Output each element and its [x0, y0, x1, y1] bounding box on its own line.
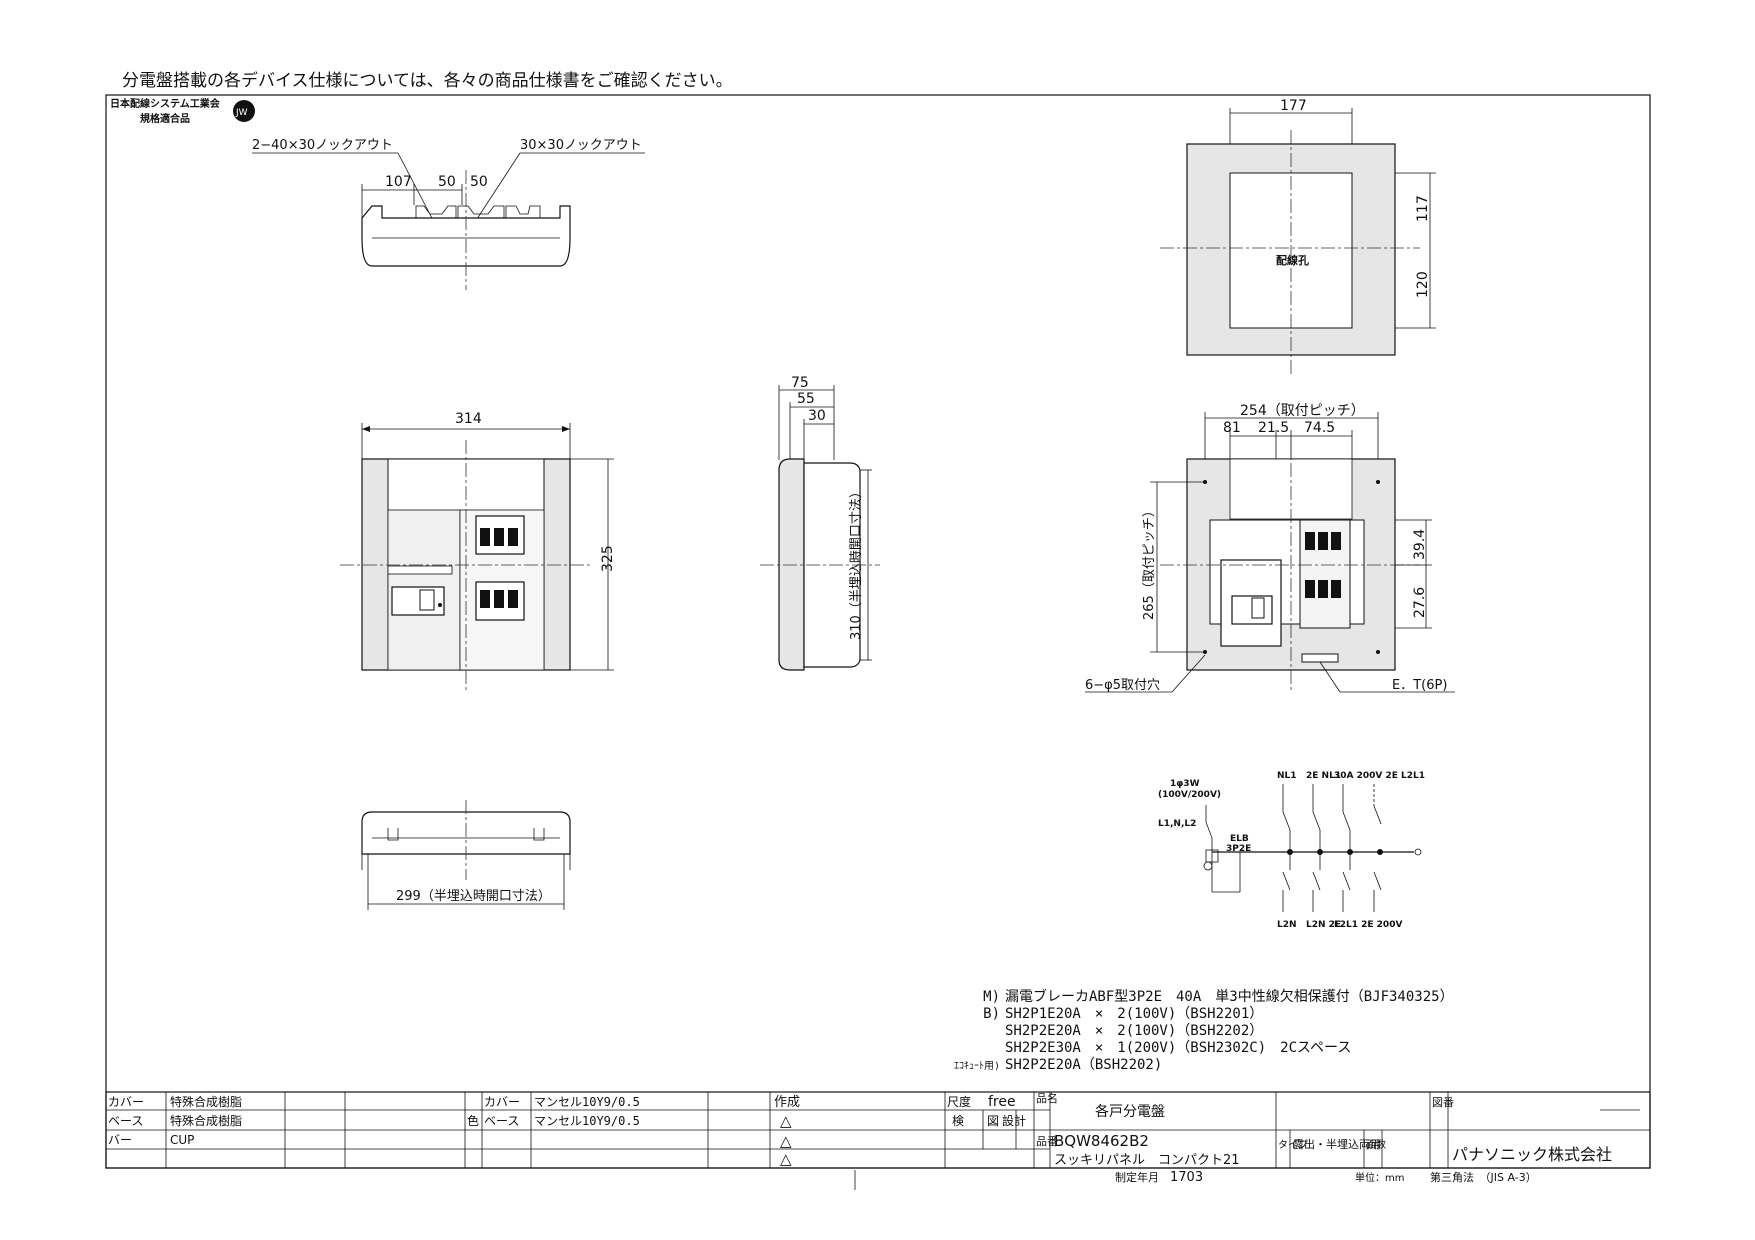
input-label: L1,N,L2 — [1158, 819, 1196, 829]
design-label: 設計 — [1002, 1113, 1026, 1128]
jis-badge-line1: 日本配線システム工業会 — [110, 97, 220, 110]
spec-prefix-2: B) — [983, 1006, 1000, 1022]
wiring-hole-label: 配線孔 — [1276, 253, 1309, 267]
spec-prefix-1: M) — [983, 989, 1000, 1005]
drawing-label: 図 — [987, 1114, 999, 1128]
scale-label: 尺度 — [947, 1094, 971, 1109]
jis-logo-icon — [233, 100, 255, 122]
top-label-2: 2E NL1 — [1306, 771, 1341, 781]
front-view: 314 325 — [340, 411, 616, 690]
hinban-label: 品番 — [1036, 1135, 1058, 1148]
color-part-base: ベース — [484, 1114, 519, 1128]
spec-line-4: SH2P2E30A × 1(200V)（BSH2302C) 2Cスペース — [1005, 1040, 1351, 1056]
unit-label: 単位：mm — [1355, 1171, 1404, 1184]
zuban-label: 図番 — [1432, 1096, 1454, 1109]
front-width-label: 314 — [455, 411, 482, 427]
inner-dim-21-5: 21.5 — [1258, 420, 1289, 436]
check-label: 検 — [952, 1114, 964, 1128]
top-view: 2−40×30ノックアウト 30×30ノックアウト 107 50 50 — [252, 138, 645, 290]
series-name: スッキリパネル コンパクト21 — [1054, 1153, 1240, 1168]
spec-prefix-5: ｴｺｷｭｰﾄ用) — [954, 1061, 1000, 1072]
inner-pitch-label: 254（取付ピッチ） — [1240, 403, 1365, 419]
side-dim-30: 30 — [808, 408, 826, 424]
knockout-right-label: 30×30ノックアウト — [520, 138, 642, 153]
side-view: 75 55 30 310（半埋込時開口寸法） — [760, 375, 880, 671]
back-width-label: 177 — [1280, 98, 1307, 114]
jis-badge-line2: 規格適合品 — [140, 112, 190, 125]
side-dim-75: 75 — [791, 375, 809, 391]
type-value: 露出・半埋込両用 — [1293, 1137, 1381, 1151]
product-name: 各戸分電盤 — [1095, 1104, 1165, 1120]
et-label: E．T(6P) — [1392, 678, 1447, 693]
top-label-3: 30A 200V 2E L2L1 — [1334, 771, 1425, 781]
header-note: 分電盤搭載の各デバイス仕様については、各々の商品仕様書をご確認ください。 — [122, 70, 733, 91]
inner-dim-39-4: 39.4 — [1412, 529, 1428, 560]
revision-triangle-2: △ — [780, 1132, 792, 1150]
spec-list: M) 漏電ブレーカABF型3P2E 40A 単3中性線欠相保護付（BJF3403… — [954, 988, 1454, 1073]
part-cover: カバー — [108, 1095, 144, 1109]
scale-value: free — [988, 1094, 1016, 1110]
bottom-cutout-label: 299（半埋込時開口寸法） — [396, 889, 551, 904]
inner-dim-74-5: 74.5 — [1304, 420, 1335, 436]
supply-voltage-label: (100V/200V) — [1158, 790, 1221, 800]
supply-label: 1φ3W — [1170, 779, 1200, 789]
back-dim-120: 120 — [1415, 271, 1431, 298]
bottom-view: 299（半埋込時開口寸法） — [361, 800, 571, 910]
side-cutout-label: 310（半埋込時開口寸法） — [849, 485, 864, 640]
top-dim-3: 50 — [470, 174, 488, 190]
company-name: パナソニック株式会社 — [1452, 1145, 1612, 1164]
part-bar: バー — [108, 1133, 132, 1147]
breaker-group-upper — [475, 515, 525, 555]
hinmei-label: 品名 — [1036, 1091, 1058, 1105]
drawing-frame — [105, 94, 1651, 1169]
established-value: 1703 — [1170, 1170, 1203, 1185]
spec-line-2: SH2P1E20A × 2(100V)（BSH2201） — [1005, 1006, 1263, 1022]
elb-type-label: 3P2E — [1226, 844, 1251, 854]
knockout-left-label: 2−40×30ノックアウト — [252, 138, 393, 153]
revision-triangle-3: △ — [780, 1150, 792, 1168]
breaker-group-lower — [475, 581, 525, 621]
material-cover: 特殊合成樹脂 — [170, 1094, 242, 1109]
top-dim-1: 107 — [385, 174, 412, 190]
material-base: 特殊合成樹脂 — [170, 1113, 242, 1128]
material-bar: CUP — [170, 1133, 194, 1147]
color-label: 色 — [467, 1114, 479, 1128]
face-label: 面数 — [1366, 1138, 1386, 1151]
title-block: カバー 特殊合成樹脂 ベース 特殊合成樹脂 バー CUP 色 カバー マンセル1… — [105, 1091, 1651, 1190]
top-dim-2: 50 — [438, 174, 456, 190]
side-dim-55: 55 — [797, 391, 815, 407]
jis-logo-mark: JW — [235, 108, 248, 118]
spec-line-1: 漏電ブレーカABF型3P2E 40A 単3中性線欠相保護付（BJF340325） — [1005, 988, 1454, 1005]
color-value-base: マンセル10Y9/0.5 — [534, 1114, 640, 1128]
color-value-cover: マンセル10Y9/0.5 — [534, 1095, 640, 1109]
front-height-label: 325 — [600, 545, 616, 572]
bottom-label-3: L2L1 2E 200V — [1334, 920, 1402, 930]
back-dim-117: 117 — [1415, 195, 1431, 222]
mount-holes-label: 6−φ5取付穴 — [1085, 678, 1160, 693]
inner-dim-27-6: 27.6 — [1412, 587, 1428, 618]
type-label: タイプ — [1278, 1139, 1308, 1151]
inner-v-pitch-label: 265（取付ピッチ） — [1142, 504, 1157, 620]
bottom-label-2: L2N 2E — [1306, 920, 1341, 930]
made-label: 作成 — [774, 1095, 800, 1110]
projection-label: 第三角法 （JIS A-3） — [1430, 1170, 1537, 1184]
part-base: ベース — [108, 1114, 143, 1128]
inner-view: 254（取付ピッチ） 81 21.5 74.5 — [1085, 403, 1455, 693]
inner-dim-81: 81 — [1223, 420, 1241, 436]
circuit-diagram: 1φ3W (100V/200V) L1,N,L2 ELB 3P2E NL1 — [1158, 771, 1425, 930]
revision-triangle-1: △ — [780, 1112, 792, 1130]
spec-line-3: SH2P2E20A × 2(100V)（BSH2202） — [1005, 1023, 1263, 1039]
top-label-1: NL1 — [1277, 771, 1297, 781]
back-view: 177 配線孔 117 120 — [1160, 98, 1436, 375]
elb-label: ELB — [1230, 834, 1249, 844]
established-label: 制定年月 — [1115, 1170, 1159, 1184]
spec-line-5: SH2P2E20A（BSH2202) — [1005, 1057, 1162, 1073]
model-number: BQW8462B2 — [1054, 1132, 1149, 1150]
bottom-label-1: L2N — [1277, 920, 1297, 930]
color-part-cover: カバー — [484, 1095, 520, 1109]
